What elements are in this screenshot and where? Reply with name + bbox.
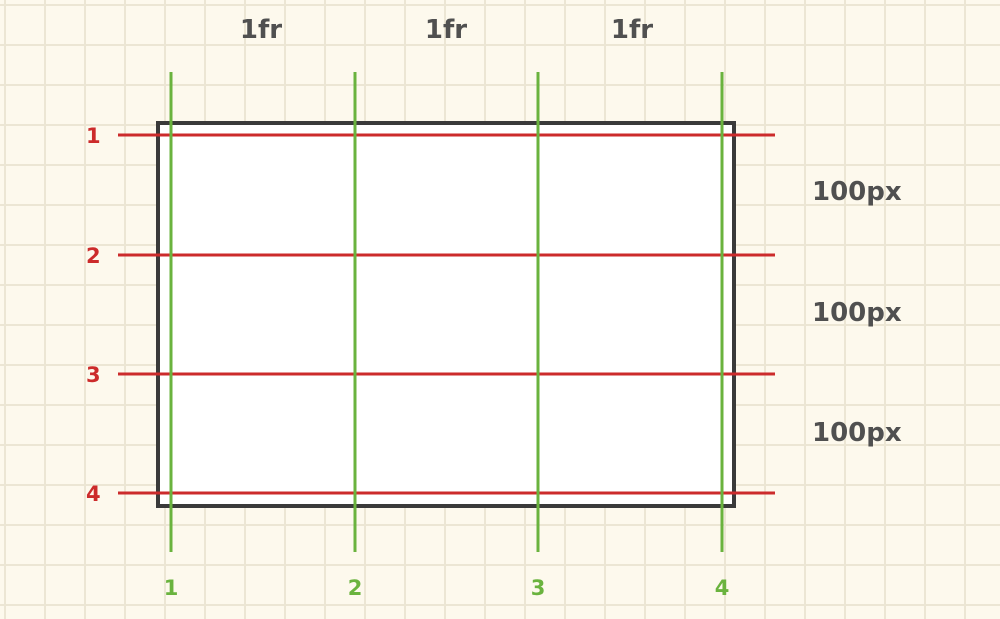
- row-line-number: 4: [86, 482, 101, 506]
- row-line-number: 2: [86, 244, 101, 268]
- grid-container-box: [156, 121, 736, 508]
- column-size-label: 1fr: [239, 15, 283, 45]
- row-line-number: 3: [86, 363, 101, 387]
- column-line-number: 2: [347, 576, 363, 600]
- column-size-label: 1fr: [610, 15, 654, 45]
- column-size-label: 1fr: [424, 15, 468, 45]
- row-size-label: 100px: [812, 298, 902, 328]
- row-line-number: 1: [86, 124, 101, 148]
- row-size-label: 100px: [812, 177, 902, 207]
- column-line-number: 4: [714, 576, 730, 600]
- column-line-number: 1: [163, 576, 179, 600]
- column-line-number: 3: [530, 576, 546, 600]
- row-size-label: 100px: [812, 418, 902, 448]
